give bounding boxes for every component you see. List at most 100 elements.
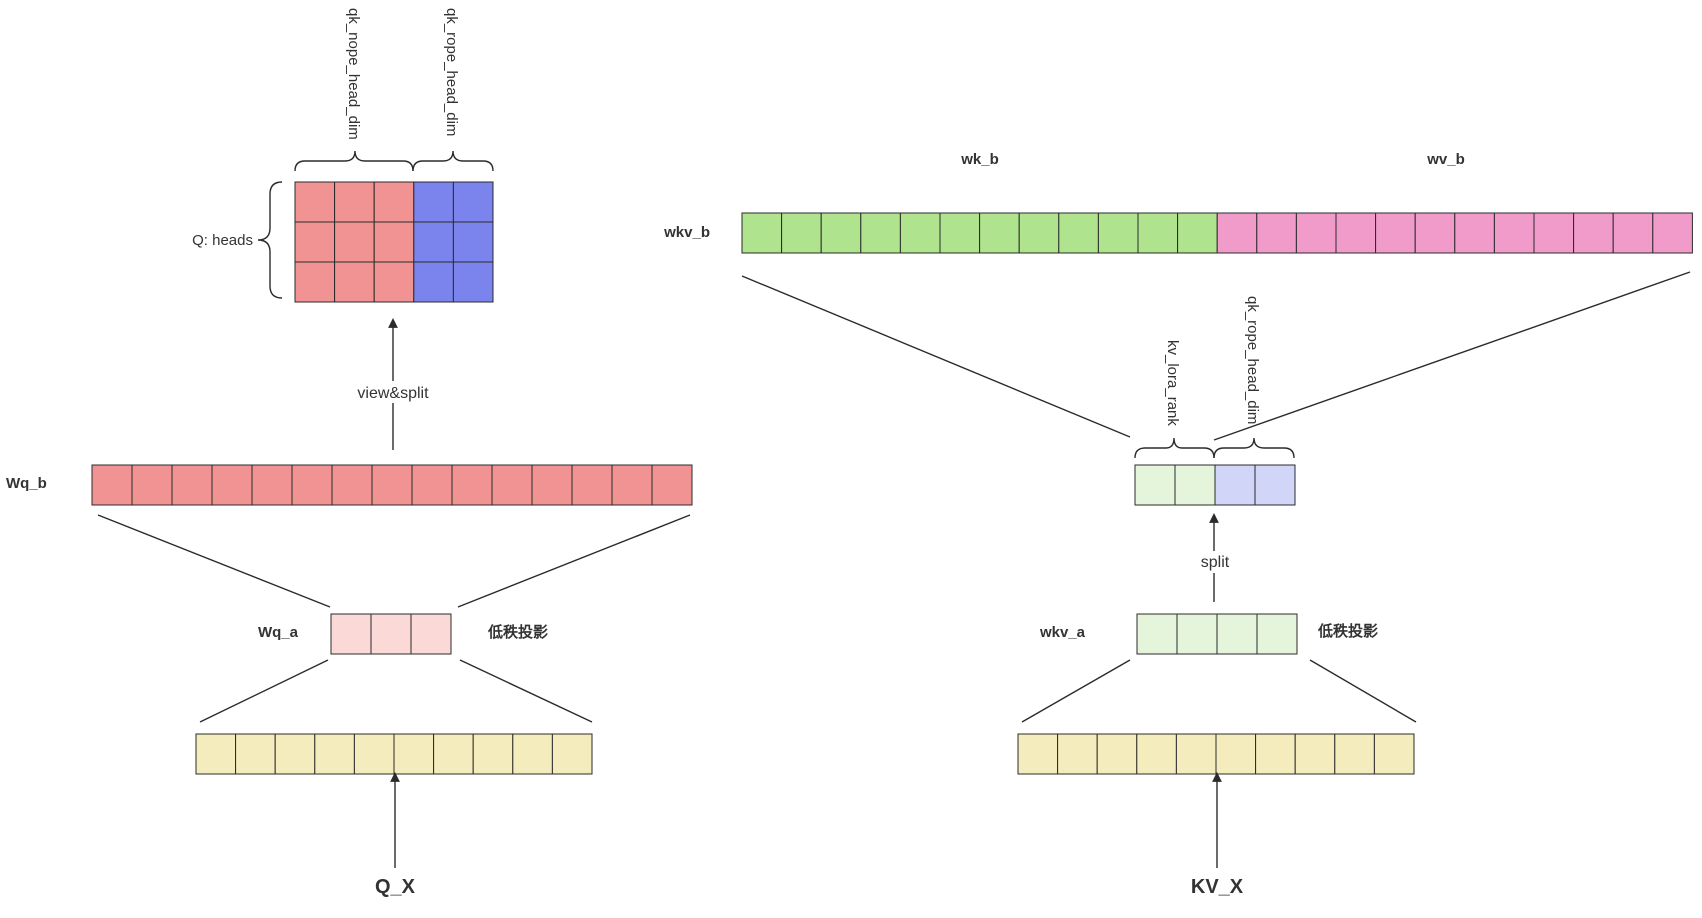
q-head-cell <box>452 181 494 223</box>
wq-a-cell <box>330 613 372 655</box>
q-head-cell <box>373 181 415 223</box>
q-head-cell <box>294 261 336 303</box>
wq-b-cell <box>651 464 693 506</box>
wkv-b-cell <box>1533 212 1575 254</box>
q-heads-grid <box>294 181 494 303</box>
q-head-cell <box>452 261 494 303</box>
q-input-funnel-right <box>459 659 593 723</box>
wkv-a-cell <box>1176 613 1218 655</box>
q-head-cell <box>373 221 415 263</box>
wq-b-cell <box>331 464 373 506</box>
kv-input-cell <box>1096 733 1138 775</box>
wk-b-label: wk_b <box>960 151 999 168</box>
wkv-b-cell <box>1612 212 1654 254</box>
wkv-b-cell <box>1375 212 1416 254</box>
q-input-row <box>195 733 593 775</box>
q-input-cell <box>393 733 435 775</box>
wkv-b-cell <box>899 212 941 254</box>
wkv-funnel-left <box>741 275 1131 438</box>
kv-input-cell <box>1255 733 1296 775</box>
q-head-cell <box>294 221 336 263</box>
kv-input-cell <box>1334 733 1375 775</box>
q-head-cell <box>413 221 454 263</box>
q-head-cell <box>334 261 375 303</box>
kv-input-cell <box>1215 733 1257 775</box>
q-input-cell <box>472 733 514 775</box>
wq-b-cell <box>491 464 533 506</box>
q-head-cell <box>294 181 336 223</box>
wq-b-cell <box>131 464 173 506</box>
wkv-a-label: wkv_a <box>1039 624 1086 641</box>
rope-brace <box>412 150 494 172</box>
wq-b-cell <box>451 464 493 506</box>
kv-latent-cell <box>1254 464 1296 506</box>
wq-b-cell <box>91 464 133 506</box>
q-head-cell <box>373 261 415 303</box>
wq-b-cell <box>171 464 213 506</box>
wkv-b-cell <box>979 212 1020 254</box>
wq-a-cell <box>370 613 412 655</box>
kv-latent-cell <box>1134 464 1176 506</box>
q-input-cell <box>314 733 355 775</box>
q-input-funnel-left <box>199 659 329 723</box>
wq-b-cell <box>411 464 453 506</box>
wkv-b-cell <box>1058 212 1099 254</box>
view-split-label: view&split <box>357 385 429 402</box>
wkv-b-cell <box>1177 212 1218 254</box>
kv-lora-rank-label: kv_lora_rank <box>1164 340 1181 426</box>
q-input-cell <box>551 733 593 775</box>
wkv-b-cell <box>1295 212 1337 254</box>
q-head-cell <box>334 181 375 223</box>
wkv-a-cell <box>1216 613 1258 655</box>
q-input-cell <box>512 733 553 775</box>
q-head-cell <box>452 221 494 263</box>
kv-rope-brace <box>1213 437 1295 459</box>
q-input-cell <box>353 733 395 775</box>
wkv-b-cell <box>741 212 783 254</box>
wq-b-cell <box>571 464 613 506</box>
view-split-label-bg <box>352 381 436 403</box>
wkv-a-cell <box>1136 613 1178 655</box>
kv-x-label: KV_X <box>1191 876 1244 898</box>
wkv-a-row <box>1136 613 1298 655</box>
nope-dim-label: qk_nope_head_dim <box>345 8 362 140</box>
wkv-b-cell <box>1414 212 1456 254</box>
wq-b-cell <box>611 464 653 506</box>
kv-input-row <box>1017 733 1415 775</box>
q-input-cell <box>433 733 474 775</box>
kv-input-cell <box>1175 733 1217 775</box>
kv-latent-row <box>1134 464 1296 506</box>
kv-input-cell <box>1294 733 1336 775</box>
wq-a-label: Wq_a <box>258 624 299 641</box>
kv-input-cell <box>1136 733 1177 775</box>
wkv-b-cell <box>1335 212 1377 254</box>
wkv-b-cell <box>781 212 822 254</box>
rope-dim-label: qk_rope_head_dim <box>443 8 460 136</box>
nope-brace <box>294 150 414 172</box>
wkv-b-cell <box>1256 212 1297 254</box>
q-input-cell <box>195 733 237 775</box>
wkv-b-cell <box>1018 212 1060 254</box>
wq-funnel-right <box>457 514 691 608</box>
kv-input-funnel-left <box>1021 659 1131 723</box>
wkv-funnel-right <box>1213 271 1691 441</box>
wkv-b-cell <box>1573 212 1614 254</box>
wkv-b-row <box>741 212 1693 254</box>
wkv-b-cell <box>1216 212 1258 254</box>
wkv-b-cell <box>1097 212 1139 254</box>
wq-b-row <box>91 464 693 506</box>
kv-input-cell <box>1057 733 1098 775</box>
wkv-b-cell <box>1137 212 1179 254</box>
q-heads-label: Q: heads <box>192 232 253 249</box>
wq-b-cell <box>211 464 253 506</box>
split-label: split <box>1201 554 1230 571</box>
wkv-b-cell <box>1454 212 1495 254</box>
kv-rope-dim-label: qk_rope_head_dim <box>1244 296 1261 424</box>
wq-a-row <box>330 613 452 655</box>
kv-input-cell <box>1017 733 1059 775</box>
q-input-cell <box>274 733 316 775</box>
wq-b-cell <box>251 464 293 506</box>
wq-b-cell <box>531 464 573 506</box>
wkv-b-cell <box>1493 212 1535 254</box>
